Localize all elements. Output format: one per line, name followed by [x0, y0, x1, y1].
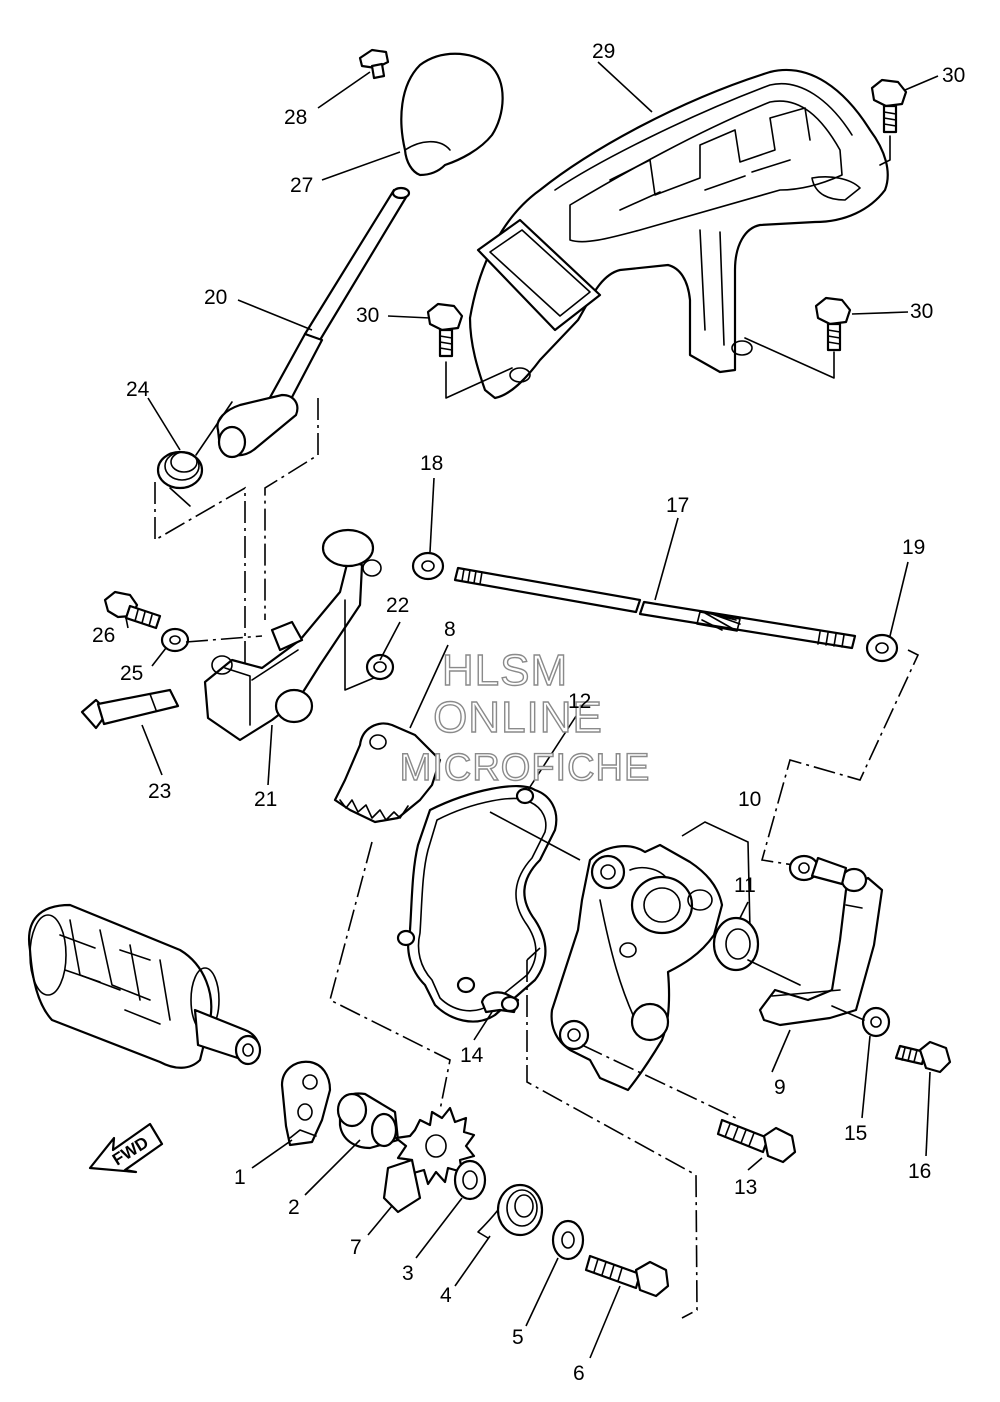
part-2-collar[interactable]	[336, 1092, 400, 1150]
callout-11: 11	[734, 874, 756, 897]
callout-5: 5	[512, 1326, 524, 1349]
part-30-bolt-right[interactable]	[814, 296, 852, 352]
watermark: HLSM ONLINE MICROFICHE	[399, 645, 651, 789]
callout-6: 6	[573, 1362, 585, 1385]
callout-13: 13	[734, 1176, 757, 1199]
part-17-shift-rod[interactable]	[453, 566, 857, 650]
part-3-washer[interactable]	[453, 1159, 487, 1201]
part-30-bolt-top-right[interactable]	[870, 78, 908, 134]
part-24-spring[interactable]	[156, 401, 233, 507]
part-4-spring[interactable]	[477, 1183, 544, 1239]
callout-8: 8	[444, 618, 456, 641]
callout-20: 20	[204, 286, 227, 309]
callout-26: 26	[92, 624, 115, 647]
part-11-oil-seal[interactable]	[712, 916, 760, 972]
callout-30-left: 30	[356, 304, 379, 327]
part-7-stopper-gear[interactable]	[382, 1106, 476, 1214]
part-1-stopper-plate[interactable]	[280, 1060, 332, 1147]
part-8-shift-segment[interactable]	[333, 722, 442, 824]
part-15-washer[interactable]	[861, 1006, 891, 1038]
part-28-screw[interactable]	[358, 48, 390, 80]
watermark-line-1: HLSM	[442, 646, 568, 695]
part-30-bolt-left[interactable]	[426, 302, 464, 358]
part-20-shift-lever-rod[interactable]	[216, 186, 411, 459]
callout-30-top: 30	[942, 64, 965, 87]
part-29-shift-cover[interactable]	[468, 68, 889, 400]
part-6-bolt[interactable]	[584, 1254, 670, 1298]
callout-30-right: 30	[910, 300, 933, 323]
callout-23: 23	[148, 780, 171, 803]
callout-12: 12	[568, 690, 591, 713]
callout-7: 7	[350, 1236, 362, 1259]
part-16-bolt[interactable]	[894, 1040, 952, 1074]
callout-18: 18	[420, 452, 443, 475]
watermark-line-2: ONLINE	[433, 693, 603, 742]
callout-29: 29	[592, 40, 615, 63]
callout-3: 3	[402, 1262, 414, 1285]
part-26-bolt[interactable]	[103, 590, 162, 630]
callout-28: 28	[284, 106, 307, 129]
part-19-nut[interactable]	[865, 633, 899, 663]
part-23-bolt[interactable]	[80, 688, 180, 730]
part-22-circlip[interactable]	[365, 653, 395, 681]
watermark-line-3: MICROFICHE	[400, 747, 651, 789]
callout-labels: 29 30 30 30 28 27 20 24 18 17 19 22 8 26…	[92, 40, 965, 1385]
part-9-shift-arm[interactable]	[758, 854, 884, 1027]
callout-9: 9	[774, 1076, 786, 1099]
part-14-dowel-pin[interactable]	[480, 991, 520, 1014]
callout-25: 25	[120, 662, 143, 685]
part-27-shift-knob[interactable]	[400, 52, 504, 177]
callout-24: 24	[126, 378, 150, 401]
part-18-nut[interactable]	[411, 551, 445, 581]
part-5-washer[interactable]	[551, 1219, 585, 1261]
callout-22: 22	[386, 594, 409, 617]
callout-15: 15	[844, 1122, 867, 1145]
callout-2: 2	[288, 1196, 300, 1219]
callout-21: 21	[254, 788, 277, 811]
fwd-arrow-icon: FWD	[88, 1122, 164, 1174]
leader-lines	[125, 61, 939, 1359]
part-12-gasket[interactable]	[396, 784, 558, 1023]
part-25-washer[interactable]	[160, 627, 190, 653]
callout-14: 14	[460, 1044, 484, 1067]
callout-19: 19	[902, 536, 925, 559]
callout-1: 1	[234, 1166, 246, 1189]
part-13-bolt[interactable]	[716, 1118, 797, 1164]
callout-17: 17	[666, 494, 689, 517]
part-21-lever-arm[interactable]	[203, 528, 382, 742]
shift-drum[interactable]	[27, 903, 262, 1069]
callout-16: 16	[908, 1160, 931, 1183]
callout-4: 4	[440, 1284, 452, 1307]
callout-10: 10	[738, 788, 761, 811]
part-10-shift-housing[interactable]	[550, 843, 724, 1092]
callout-27: 27	[290, 174, 313, 197]
